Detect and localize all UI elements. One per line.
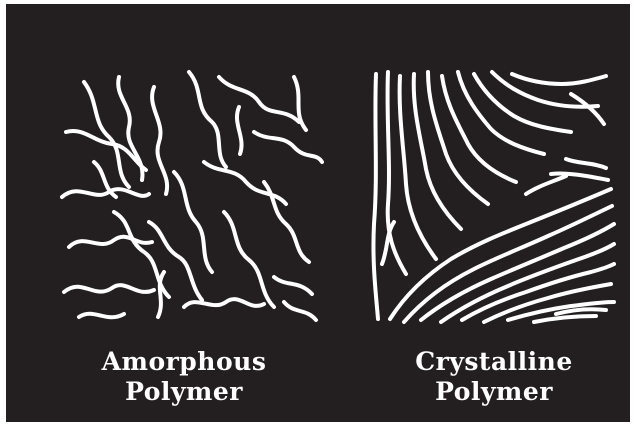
crystalline-polymer-label: Crystalline Polymer — [384, 347, 604, 407]
amorphous-polymer-illustration — [54, 62, 324, 332]
amorphous-label-line1: Amorphous — [74, 347, 294, 377]
crystalline-label-line1: Crystalline — [384, 347, 604, 377]
crystalline-polymer-illustration — [366, 64, 616, 326]
crystalline-label-line2: Polymer — [384, 377, 604, 407]
amorphous-label-line2: Polymer — [74, 377, 294, 407]
amorphous-polymer-label: Amorphous Polymer — [74, 347, 294, 407]
figure-frame: Amorphous Polymer Crystalline Polymer — [6, 4, 630, 422]
